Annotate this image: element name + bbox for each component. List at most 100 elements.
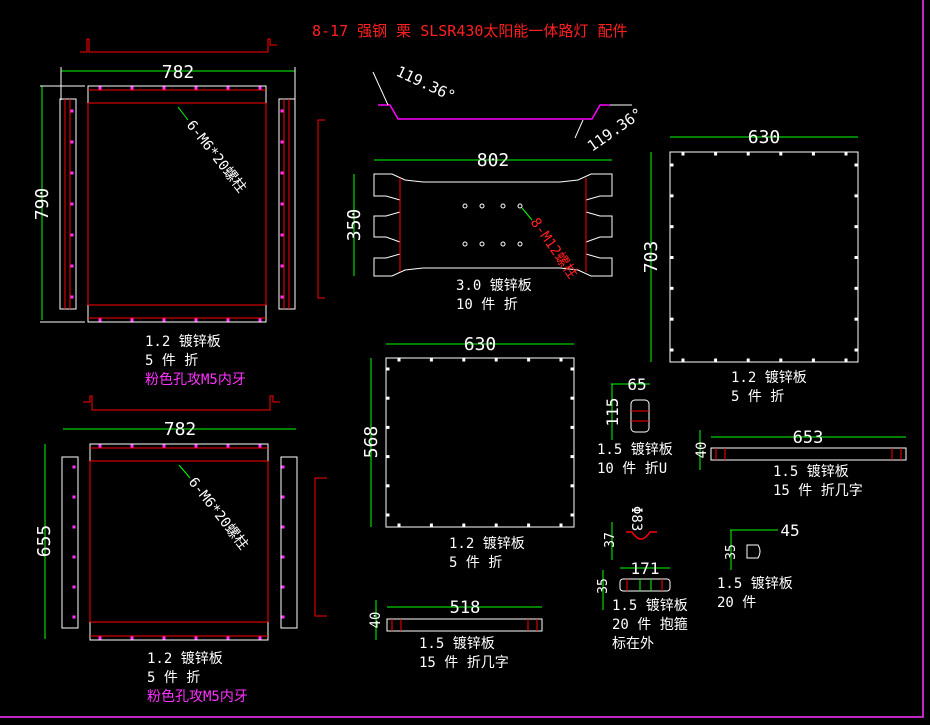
pink-hole-mark: [281, 465, 285, 469]
quantity-line: 5 件 折: [449, 555, 503, 571]
dim-depth-text: 37: [603, 532, 618, 548]
hole-mark: [570, 425, 574, 429]
quantity-line: 20 件: [717, 595, 757, 611]
hole-mark: [854, 225, 858, 229]
dim-width-text: 802: [477, 150, 510, 171]
hole-tap-note: 粉色孔攻M5内牙: [145, 372, 246, 388]
angle-2: 119.36°: [584, 104, 646, 155]
dim-width-text: 630: [464, 334, 497, 355]
quantity-line: 10 件 折U: [597, 461, 668, 477]
pink-hole-mark: [162, 636, 166, 640]
dim-height-text: 35: [724, 544, 739, 560]
hole-mark: [854, 286, 858, 290]
panel-top-left-label: 1.2 镀锌板 5 件 折 粉色孔攻M5内牙: [145, 333, 246, 390]
hole-mark: [570, 513, 574, 517]
pink-hole-mark: [280, 202, 284, 206]
quantity-line: 15 件 折几字: [419, 655, 509, 671]
bracket-802-label: 3.0 镀锌板 10 件 折: [456, 277, 532, 315]
hole-mark: [527, 358, 531, 362]
marking-note: 标在外: [612, 636, 654, 652]
material-line: 1.5 镀锌板: [612, 598, 688, 614]
hole-mark: [844, 152, 848, 156]
pink-hole-mark: [162, 86, 166, 90]
pink-hole-mark: [281, 585, 285, 589]
strip-653-drawing: 653 40: [694, 428, 907, 470]
plate-630x703-drawing: 630 703: [641, 127, 859, 363]
hole-mark: [670, 286, 674, 290]
clip-65x115-drawing: 65 115: [603, 375, 650, 440]
pink-hole-mark: [281, 525, 285, 529]
hole-mark: [854, 256, 858, 259]
pink-hole-mark: [72, 465, 76, 469]
panel-bottom-left-drawing: 782 655 6-M6*20螺柱: [34, 395, 327, 641]
dim-height-text: 40: [368, 612, 384, 629]
hole-mark: [494, 358, 498, 362]
pink-hole-mark: [280, 140, 284, 144]
dim-length-text: 653: [793, 428, 824, 448]
hole-mark: [670, 256, 674, 259]
hole-mark: [779, 358, 783, 362]
quantity-line: 5 件 折: [145, 353, 199, 369]
pink-hole-mark: [70, 233, 74, 237]
pink-hole-mark: [162, 318, 166, 322]
holes: [462, 203, 523, 247]
hole-mark: [386, 425, 390, 429]
pink-hole-mark: [130, 318, 134, 322]
dim-height-text: 115: [603, 398, 622, 427]
hole-mark: [670, 163, 674, 167]
pink-hole-mark: [72, 585, 76, 589]
material-line: 1.5 镀锌板: [773, 464, 849, 480]
hole-mark: [494, 523, 498, 527]
bracket-outline: [373, 173, 613, 277]
leader: [177, 106, 189, 121]
pink-hole-mark: [130, 636, 134, 640]
pink-hole-mark: [70, 264, 74, 268]
pink-hole-mark: [72, 615, 76, 619]
hole-mark: [462, 523, 466, 527]
plate-630x703-label: 1.2 镀锌板 5 件 折: [731, 369, 807, 407]
pink-hole-mark: [194, 444, 198, 448]
hole-note: 8-M12螺柱: [527, 215, 580, 282]
dim-width-text: 630: [748, 127, 781, 148]
bracket-802-drawing: 119.36° 119.36° 802 350 8-M12螺柱: [344, 62, 646, 281]
hoop-171-drawing: Φ83 37 171 35: [596, 506, 671, 610]
hole-mark: [844, 358, 848, 362]
material-line: 1.5 镀锌板: [597, 442, 673, 458]
dim-length-text: 171: [631, 559, 660, 578]
pink-hole-mark: [98, 444, 102, 448]
hole-mark: [386, 367, 390, 371]
pink-hole-mark: [130, 444, 134, 448]
pink-hole-mark: [281, 495, 285, 499]
hole-mark: [681, 152, 685, 156]
pink-hole-mark: [194, 318, 198, 322]
clip-65x115-label: 1.5 镀锌板 10 件 折U: [597, 441, 673, 479]
dim-height-text: 35: [596, 578, 611, 594]
hole-mark: [397, 523, 401, 527]
hole-mark: [670, 225, 674, 229]
pink-hole-mark: [280, 171, 284, 175]
hole-mark: [559, 523, 563, 527]
dim-length-text: 518: [450, 598, 481, 618]
plate-630x568-drawing: 630 568: [361, 334, 575, 528]
pink-hole-mark: [258, 636, 262, 640]
hole-mark: [670, 194, 674, 198]
hole-mark: [559, 358, 563, 362]
hole-mark: [714, 152, 718, 156]
pink-hole-mark: [280, 109, 284, 113]
hole-mark: [570, 367, 574, 371]
dim-height-text: 568: [361, 426, 382, 459]
dim-width-text: 782: [164, 419, 197, 440]
panel-bottom-left-label: 1.2 镀锌板 5 件 折 粉色孔攻M5内牙: [147, 650, 248, 707]
pink-hole-mark: [194, 636, 198, 640]
pink-hole-mark: [226, 86, 230, 90]
pink-hole-mark: [226, 444, 230, 448]
pink-hole-mark: [194, 86, 198, 90]
quantity-line: 5 件 折: [147, 670, 201, 686]
hole-mark: [854, 317, 858, 321]
pink-hole-mark: [72, 495, 76, 499]
pink-hole-mark: [280, 233, 284, 237]
material-line: 1.2 镀锌板: [449, 536, 525, 552]
dim-height-text: 350: [344, 209, 365, 242]
dim-width-text: 65: [627, 375, 646, 394]
